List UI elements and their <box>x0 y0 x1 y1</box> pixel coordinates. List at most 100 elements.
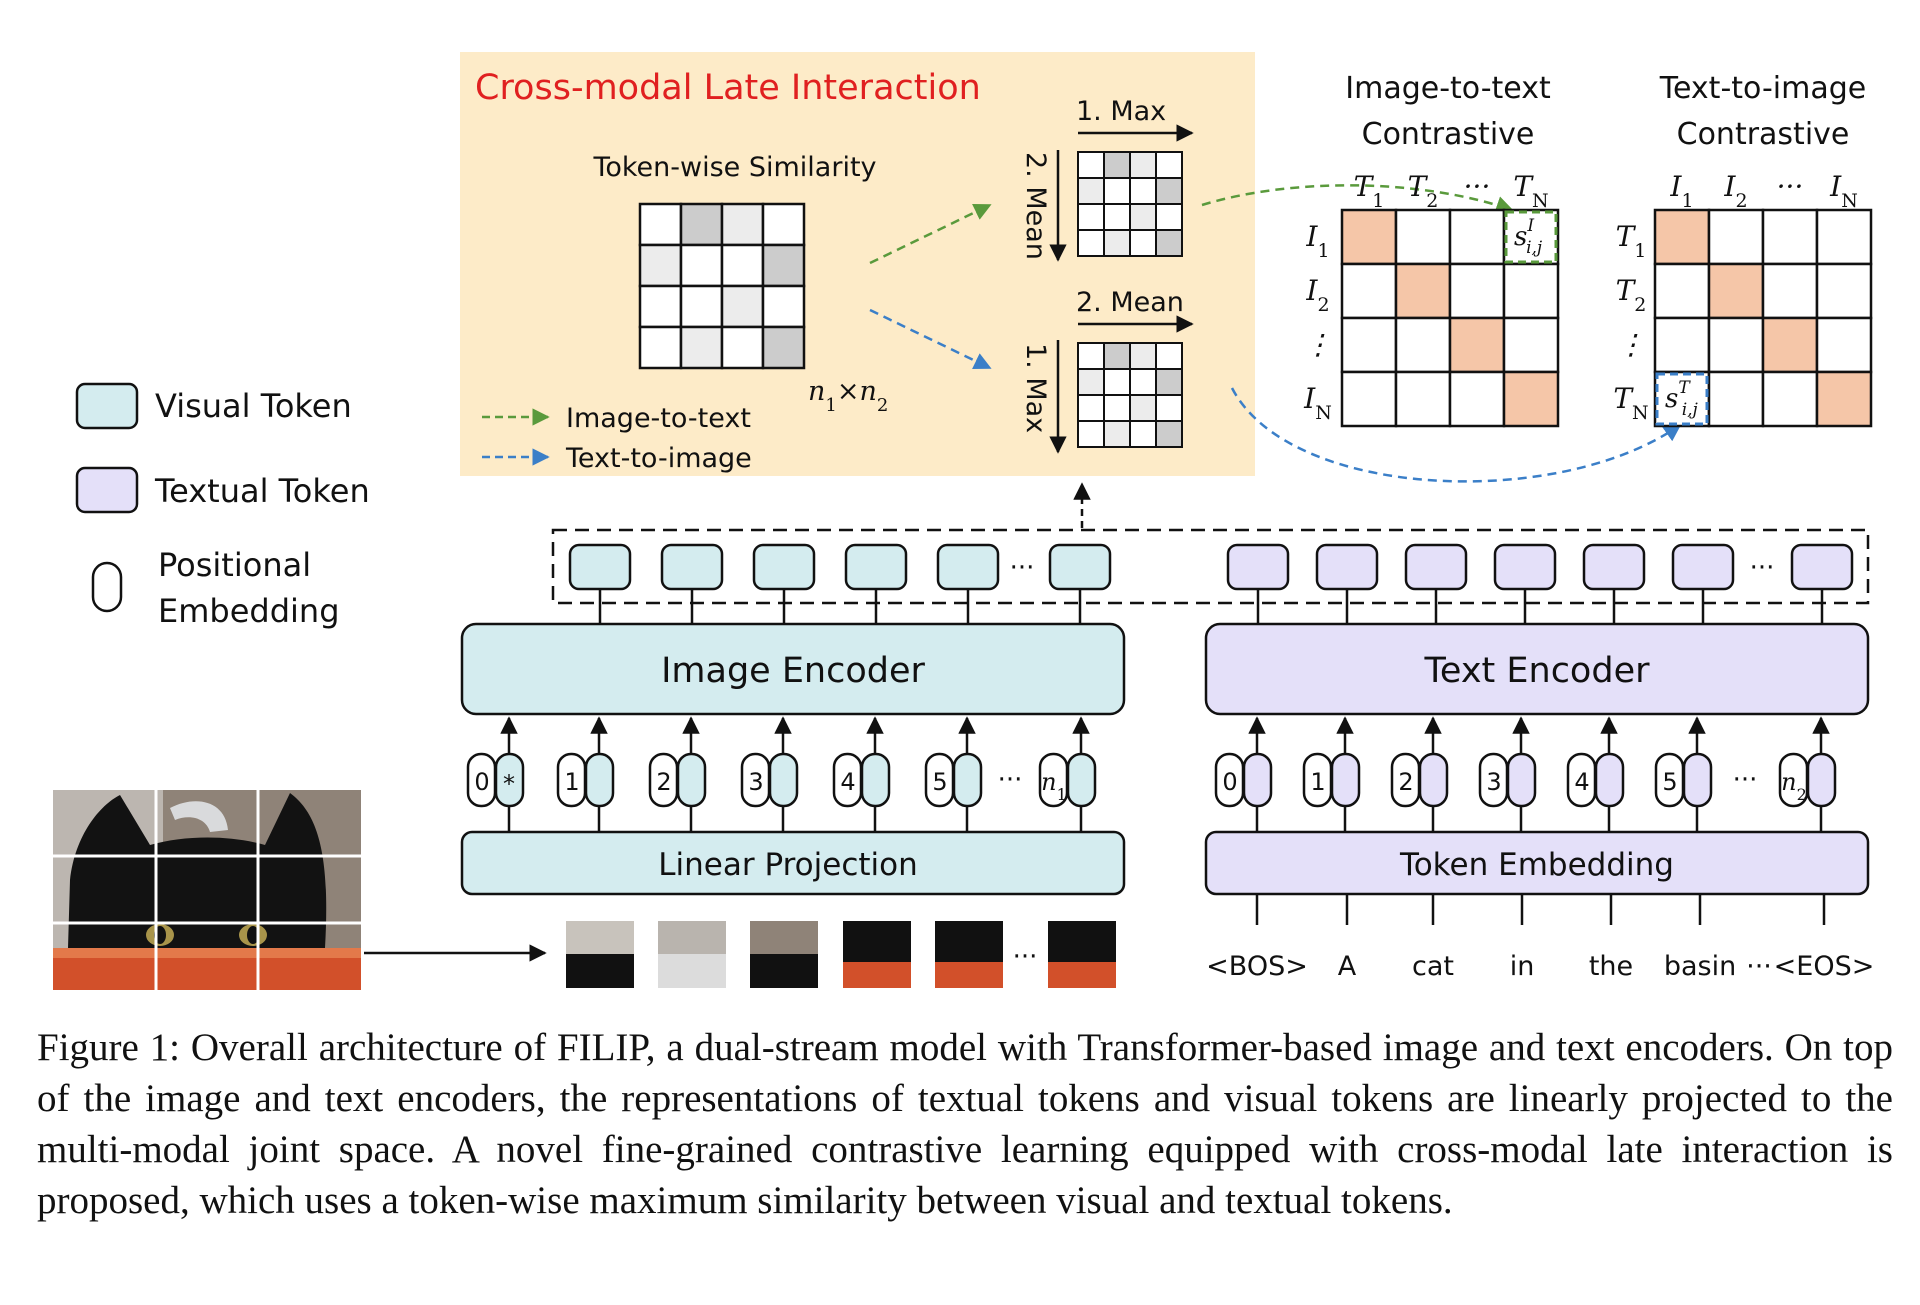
input-word: basin <box>1664 951 1736 982</box>
image-patch-detail <box>843 962 911 988</box>
lower-cell <box>1077 368 1105 396</box>
similarity-cell <box>720 284 765 329</box>
similarity-cell <box>720 243 765 288</box>
similarity-cell <box>761 202 806 247</box>
contrastive-cell <box>1653 370 1711 428</box>
positional-label-line2: Embedding <box>158 592 340 630</box>
positional-embedding-swatch <box>91 561 123 613</box>
similarity-cell <box>720 202 765 247</box>
contrastive-cell <box>1815 316 1873 374</box>
similarity-cell <box>679 325 724 370</box>
contrastive-cell <box>1653 262 1711 320</box>
contrastive-cell <box>1340 370 1398 428</box>
column-label: TN <box>1513 170 1548 212</box>
matrix-size-label: n1×n2 <box>808 376 888 416</box>
score-highlight <box>1504 210 1558 264</box>
position-label: 3 <box>748 768 763 796</box>
upper-cell <box>1129 203 1157 231</box>
t2i-title-line2: Contrastive <box>1677 117 1850 152</box>
textual-token <box>1226 543 1290 591</box>
similarity-label: Token-wise Similarity <box>592 152 876 183</box>
image-patch-detail <box>566 954 634 988</box>
token-embedding-box <box>1204 830 1870 896</box>
patch-token <box>1682 752 1713 808</box>
input-word: the <box>1589 951 1633 982</box>
row-label: IN <box>1303 382 1332 424</box>
position-label: 2 <box>1398 768 1413 796</box>
position-label: 1 <box>1310 768 1325 796</box>
visual-token-row: ··· <box>568 543 1112 624</box>
token-ellipsis: ··· <box>1750 553 1775 583</box>
output-tokens-box <box>551 528 1870 605</box>
i2t-to-contrastive-arrow <box>1201 184 1514 214</box>
visual-token <box>1048 543 1112 591</box>
i2t-legend-label: Image-to-text <box>566 403 751 434</box>
lower-cell <box>1155 394 1183 422</box>
lower-cell <box>1129 342 1157 370</box>
textual-token-row: ··· <box>1226 543 1854 624</box>
upper-cell <box>1129 229 1157 257</box>
upper-cell <box>1129 177 1157 205</box>
t2i-branch-arrow <box>869 308 992 370</box>
contrastive-cell <box>1448 370 1506 428</box>
lower-cell <box>1077 394 1105 422</box>
textual-token-swatch <box>75 466 139 514</box>
lower-cell <box>1103 342 1131 370</box>
row-label: ⋮ <box>1617 328 1645 361</box>
contrastive-cell <box>1761 370 1819 428</box>
image-encoder-label: Image Encoder <box>661 651 925 691</box>
image-patch-detail <box>935 962 1003 988</box>
i2t-branch-arrow <box>869 203 992 265</box>
token-ellipsis: ··· <box>1010 553 1035 583</box>
linear-projection-box <box>460 830 1126 896</box>
position-label: 4 <box>840 768 855 796</box>
patch-token <box>1242 752 1273 808</box>
textual-token <box>1404 543 1468 591</box>
contrastive-cell <box>1653 316 1711 374</box>
patch-token <box>1418 752 1449 808</box>
contrastive-cell <box>1707 316 1765 374</box>
upper-cell <box>1077 151 1105 179</box>
lower-cell <box>1129 420 1157 448</box>
i2t-title-line1: Image-to-text <box>1345 71 1551 106</box>
column-label: ··· <box>1777 170 1804 203</box>
patch-token <box>1066 752 1097 808</box>
position-label: 0 <box>474 768 489 796</box>
similarity-cell <box>761 284 806 329</box>
patch-token <box>1506 752 1537 808</box>
column-label: ··· <box>1464 170 1491 203</box>
visual-token-label: Visual Token <box>155 387 352 425</box>
contrastive-cell <box>1815 370 1873 428</box>
input-word: <EOS> <box>1774 951 1875 982</box>
figure-caption: Figure 1: Overall architecture of FILIP,… <box>37 1026 1893 1222</box>
lower-cell <box>1155 420 1183 448</box>
patch-token <box>952 752 983 808</box>
lower-cell <box>1129 394 1157 422</box>
contrastive-cell <box>1502 370 1560 428</box>
column-label: T2 <box>1408 170 1439 212</box>
t2i-aggregation-matrix <box>1077 342 1183 448</box>
row-label: I2 <box>1305 274 1329 316</box>
token-embedding-label: Token Embedding <box>1399 847 1674 883</box>
input-cat-image <box>53 790 361 990</box>
textual-token <box>1582 543 1646 591</box>
contrastive-cell <box>1340 316 1398 374</box>
lower-cell <box>1155 342 1183 370</box>
column-label: I2 <box>1723 170 1747 212</box>
textual-token <box>1493 543 1557 591</box>
row-label: TN <box>1613 382 1648 424</box>
upper-cell <box>1155 229 1183 257</box>
upper-cell <box>1155 151 1183 179</box>
row-label: ⋮ <box>1304 328 1332 361</box>
positional-label-line1: Positional <box>158 546 311 584</box>
similarity-cell <box>679 243 724 288</box>
patch-token <box>1330 752 1361 808</box>
contrastive-cell <box>1448 262 1506 320</box>
position-label: 3 <box>1486 768 1501 796</box>
contrastive-cell <box>1340 208 1398 266</box>
input-word: ··· <box>1746 951 1772 982</box>
image-patch-detail <box>750 954 818 988</box>
